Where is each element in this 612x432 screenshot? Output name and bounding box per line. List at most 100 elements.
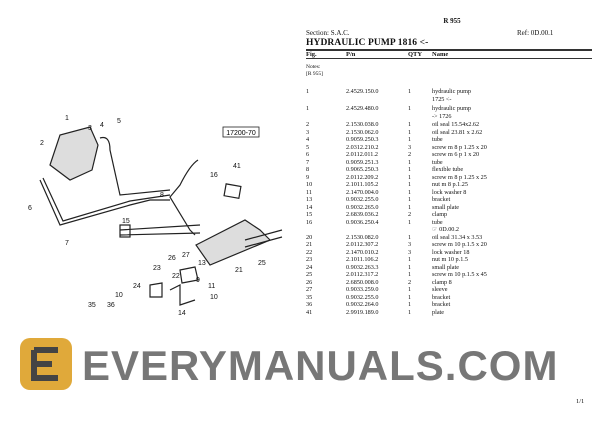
cell-qty: 3 — [408, 248, 412, 256]
cell-fig: 23 — [306, 256, 313, 263]
cell-qty: 1 — [408, 263, 412, 271]
cell-pn: 2.1470.004.0 — [346, 188, 379, 196]
drawing-code-box — [222, 126, 260, 138]
callout-label: 13 — [198, 260, 206, 267]
callout-label: 14 — [178, 310, 186, 317]
table-row: 10 2.1011.105.2 1 nut m 8 p.1.25 — [306, 181, 592, 189]
cell-qty: 1 — [408, 181, 412, 188]
cell-name: screw m 10 p.1.5 x 20 — [432, 241, 487, 248]
cell-pn: 2.6839.036.2 — [346, 211, 379, 218]
cell-pn: 2.4529.480.0 — [346, 105, 379, 112]
reference-label: Ref: 0D.00.1 — [517, 29, 554, 37]
callout-label: 3 — [88, 125, 92, 132]
cell-pn: 2.1530.062.0 — [346, 128, 379, 136]
cell-pn: 2.1530.082.0 — [346, 233, 379, 241]
section-label: Section: S.A.C. — [306, 29, 350, 37]
watermark-logo — [20, 338, 72, 390]
cell-qty: 1 — [408, 128, 412, 136]
cell-fig: 41 — [306, 308, 313, 316]
cell-name: screw m 8 p 1.25 x 20 — [432, 143, 487, 151]
cell-fig: 1 — [306, 105, 310, 112]
cell-pn: 2.4529.150.0 — [346, 88, 379, 95]
cell-name: small plate — [432, 263, 459, 271]
cell-qty: 3 — [408, 143, 412, 151]
cell-fig: 26 — [306, 278, 313, 286]
cell-name: lock washer 18 — [432, 248, 470, 256]
callout-label: 5 — [117, 118, 121, 125]
cell-pn: 2.1011.105.2 — [346, 181, 379, 188]
cell-pn: 0.9065.250.3 — [346, 166, 379, 173]
cell-qty: 1 — [408, 293, 412, 301]
divider — [306, 49, 592, 51]
cell-pn: 0.9036.250.4 — [346, 218, 379, 226]
callout-label: 16 — [210, 172, 218, 179]
cell-qty: 1 — [408, 301, 412, 308]
cell-qty: 1 — [408, 105, 412, 112]
cell-pn: 2.6850.008.0 — [346, 278, 379, 286]
cell-qty: 1 — [408, 286, 412, 293]
callout-label: 10 — [115, 292, 123, 299]
cell-qty: 1 — [408, 271, 412, 278]
cell-fig: 27 — [306, 286, 313, 293]
pump-body — [49, 126, 99, 181]
cell-fig: 7 — [306, 158, 310, 166]
cell-fig: 21 — [306, 241, 313, 248]
cell-pn: 0.9032.265.0 — [346, 203, 379, 211]
callout-label: 25 — [258, 260, 266, 267]
watermark-logo-mark — [31, 347, 58, 381]
cell-qty: 1 — [408, 188, 412, 196]
cell-name: bracket — [432, 196, 451, 203]
cell-name: nut m 8 p.1.25 — [432, 181, 468, 188]
callout-label: 15 — [122, 218, 130, 225]
cell-fig: 3 — [306, 128, 310, 136]
callout-label: 6 — [28, 205, 32, 212]
callout-label: 10 — [210, 294, 218, 301]
notes-label: Notes: — [306, 64, 321, 70]
callout-label: 11 — [208, 283, 215, 290]
col-name: Name — [432, 51, 449, 58]
page-heading: HYDRAULIC PUMP 1816 <- — [306, 38, 429, 48]
cell-pn: 0.9032.255.0 — [346, 293, 379, 301]
cell-qty: 1 — [408, 196, 412, 203]
col-fig: Fig. — [306, 51, 317, 58]
col-qty: QTY — [408, 51, 423, 58]
cell-name: bracket — [432, 301, 451, 308]
callout-label: 22 — [172, 273, 180, 280]
watermark: EVERYMANUALS.COM — [20, 338, 558, 390]
cell-name-sub: ☞ 0D.00.2 — [432, 226, 460, 233]
drawing-code: 17200-70 — [226, 130, 256, 137]
cell-pn: 2.0112.317.2 — [346, 271, 379, 278]
cell-fig: 10 — [306, 181, 313, 188]
cell-name: screw m 8 p 1.25 x 25 — [432, 173, 487, 181]
notes-value: [R 955] — [306, 71, 323, 77]
watermark-text: EVERYMANUALS.COM — [82, 342, 558, 389]
cell-fig: 11 — [306, 188, 312, 196]
cell-pn: 0.9032.264.0 — [346, 301, 379, 308]
cell-fig: 25 — [306, 271, 313, 278]
cell-fig: 13 — [306, 196, 313, 203]
notes: Notes: [R 955] — [306, 64, 323, 78]
cell-pn: 0.9032.255.0 — [346, 196, 379, 203]
cell-pn: 0.9033.259.0 — [346, 286, 379, 293]
cell-name: sleeve — [432, 286, 448, 293]
table-header: Fig. P/n QTY Name — [306, 51, 592, 58]
callout-label: 21 — [235, 267, 243, 274]
cell-fig: 9 — [306, 173, 310, 181]
cell-fig: 15 — [306, 211, 313, 218]
cell-pn: 2.0312.210.2 — [346, 143, 379, 151]
callout-label: 27 — [182, 252, 190, 259]
cell-qty: 1 — [408, 203, 412, 211]
callout-label: 26 — [168, 255, 176, 262]
cell-fig: 16 — [306, 218, 313, 226]
